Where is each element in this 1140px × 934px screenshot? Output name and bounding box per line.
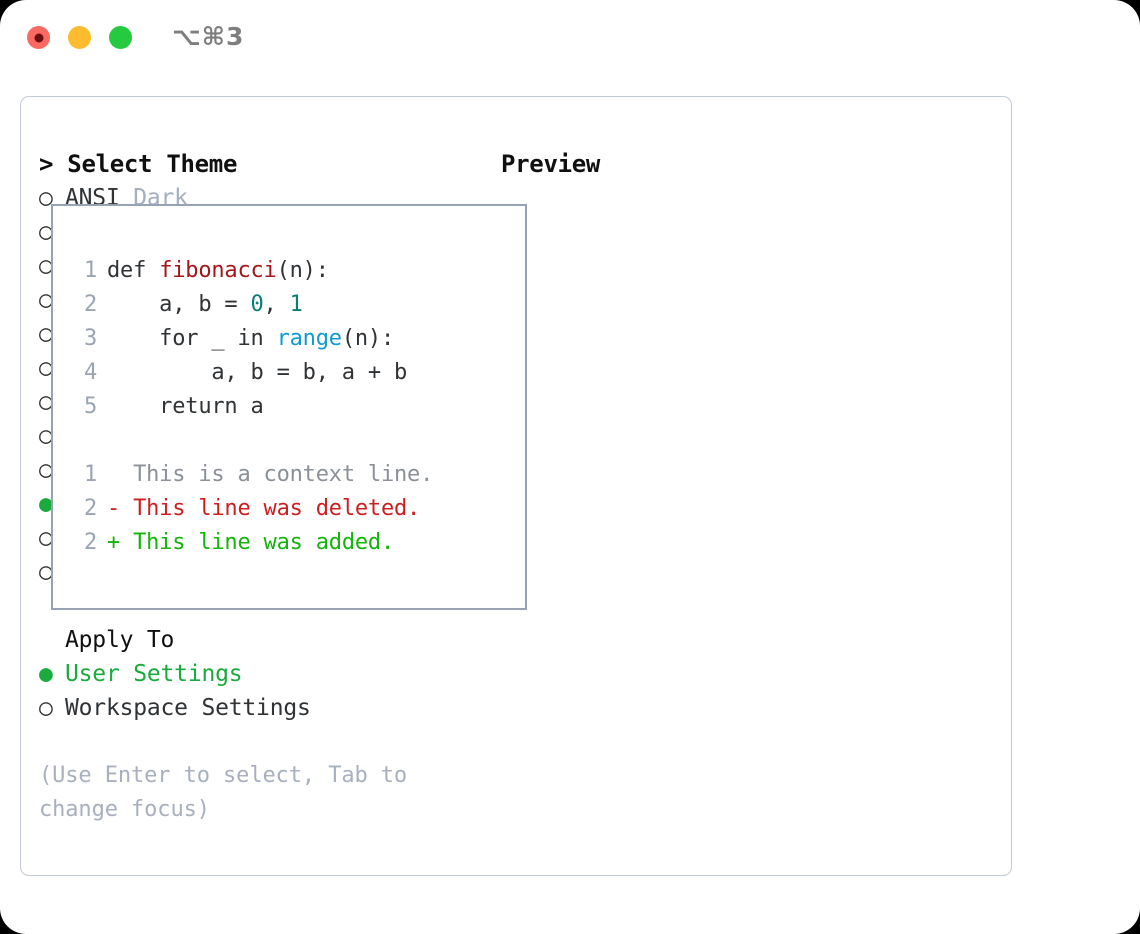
code-blank-line [71, 424, 511, 458]
main-panel: > Select Theme ○ANSI Dark○Atom One Dark○… [20, 96, 1012, 876]
diff-line-number: 1 [83, 462, 97, 487]
radio-unselected-icon: ○ [39, 525, 53, 551]
apply-to-label: User Settings [65, 661, 243, 687]
radio-unselected-icon: ○ [39, 219, 53, 245]
code-token: (n): [276, 258, 329, 283]
preview-heading: Preview [501, 150, 601, 178]
code-token: range [276, 326, 342, 351]
radio-unselected-icon: ○ [39, 185, 53, 211]
code-token: (n): [341, 326, 395, 351]
diff-line-number: 2 [83, 530, 97, 555]
minimize-button[interactable] [68, 26, 91, 49]
code-line-number: 4 [83, 360, 97, 385]
radio-unselected-icon: ○ [39, 287, 53, 313]
radio-selected-icon: ● [39, 491, 53, 517]
diff-marker: - [107, 496, 134, 521]
diff-line: 2 + This line was added. [71, 526, 511, 560]
code-line: 1 def fibonacci(n): [71, 254, 511, 288]
window-controls [27, 26, 132, 49]
close-button[interactable] [27, 26, 50, 49]
diff-text: This line was added. [133, 530, 394, 555]
radio-unselected-icon: ○ [39, 253, 53, 279]
radio-unselected-icon: ○ [39, 695, 53, 721]
radio-unselected-icon: ○ [39, 559, 53, 585]
title-bar: ⌥⌘3 [0, 0, 1140, 76]
code-token: 0 [250, 292, 264, 317]
radio-unselected-icon: ○ [39, 457, 53, 483]
code-line-number: 5 [83, 394, 97, 419]
code-token: fibonacci [159, 258, 277, 283]
code-line: 3 for _ in range(n): [71, 322, 511, 356]
keyboard-hint-text: (Use Enter to select, Tab to change focu… [39, 763, 408, 822]
preview-column: Preview [501, 147, 991, 181]
code-token: def [107, 258, 160, 283]
code-line: 5 return a [71, 390, 511, 424]
code-line-number: 3 [83, 326, 97, 351]
recording-indicator-icon [34, 33, 43, 42]
code-token: a, b = b, a + b [107, 360, 408, 385]
apply-to-label: Workspace Settings [65, 695, 311, 721]
apply-to-option[interactable]: ● User Settings [39, 657, 499, 691]
code-line-number: 2 [83, 292, 97, 317]
keyboard-shortcut-label: ⌥⌘3 [172, 22, 245, 51]
radio-unselected-icon: ○ [39, 355, 53, 381]
code-line: 2 a, b = 0, 1 [71, 288, 511, 322]
apply-to-option[interactable]: ○ Workspace Settings [39, 691, 499, 725]
code-line: 4 a, b = b, a + b [71, 356, 511, 390]
code-token: return a [107, 394, 264, 419]
code-line-number: 1 [83, 258, 97, 283]
code-token: a, b = [107, 292, 251, 317]
code-token: , [263, 292, 290, 317]
diff-text: This is a context line. [133, 462, 434, 487]
radio-selected-icon: ● [39, 661, 53, 687]
diff-marker: + [107, 530, 134, 555]
diff-text: This line was deleted. [133, 496, 421, 521]
diff-line: 1 This is a context line. [71, 458, 511, 492]
diff-line-number: 2 [83, 496, 97, 521]
code-token: 1 [289, 292, 303, 317]
radio-unselected-icon: ○ [39, 389, 53, 415]
diff-line: 2- This line was deleted. [71, 492, 511, 526]
apply-to-heading: Apply To [65, 627, 175, 653]
radio-unselected-icon: ○ [39, 423, 53, 449]
radio-unselected-icon: ○ [39, 321, 53, 347]
code-token: for _ in [107, 326, 277, 351]
maximize-button[interactable] [109, 26, 132, 49]
select-theme-heading: > Select Theme [39, 150, 238, 178]
apply-to-option-list[interactable]: ● User Settings ○ Workspace Settings [39, 657, 499, 725]
diff-marker [107, 462, 133, 487]
